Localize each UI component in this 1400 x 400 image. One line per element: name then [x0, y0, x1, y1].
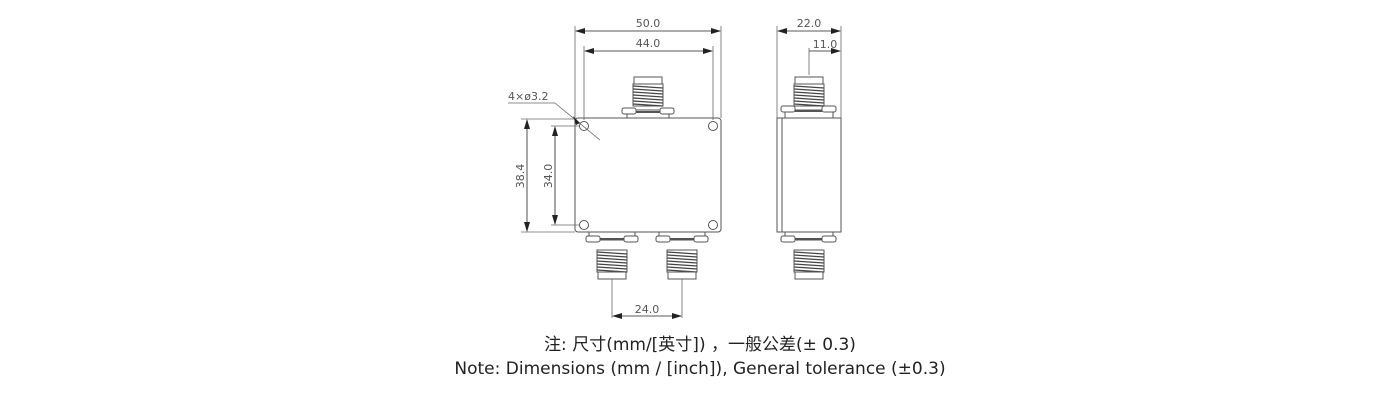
dim-connector-offset: 11.0: [813, 38, 838, 51]
side-input-connector-icon: [780, 76, 837, 119]
dim-overall-width: 50.0: [636, 17, 661, 30]
dim-hole-spacing-width: 44.0: [636, 37, 661, 50]
dim-hole-spacing-height: 34.0: [542, 164, 555, 189]
technical-drawing: 50.0 44.0 4×ø3.2 38.4 34.0 24.0: [508, 17, 842, 319]
front-view: 50.0 44.0 4×ø3.2 38.4 34.0 24.0: [508, 17, 722, 319]
splitter-body-front: [574, 117, 722, 233]
mounting-hole-icon: [708, 121, 718, 131]
dim-overall-height: 38.4: [514, 164, 527, 189]
splitter-body-side: [776, 117, 842, 233]
note-chinese: 注: 尺寸(mm/[英寸]) ，一般公差(± 0.3): [544, 335, 856, 355]
dim-mounting-holes: 4×ø3.2: [508, 90, 548, 103]
note-english: Note: Dimensions (mm / [inch]), General …: [454, 359, 946, 379]
dim-overall-depth: 22.0: [797, 17, 822, 30]
dim-output-connector-spacing: 24.0: [635, 303, 660, 316]
side-output-connector-icon: [780, 231, 837, 280]
side-view: 22.0 11.0: [776, 17, 842, 280]
mounting-hole-icon: [708, 220, 718, 230]
input-connector-icon: [621, 76, 675, 119]
output-connector-1-icon: [585, 231, 639, 280]
output-connector-2-icon: [655, 231, 709, 280]
